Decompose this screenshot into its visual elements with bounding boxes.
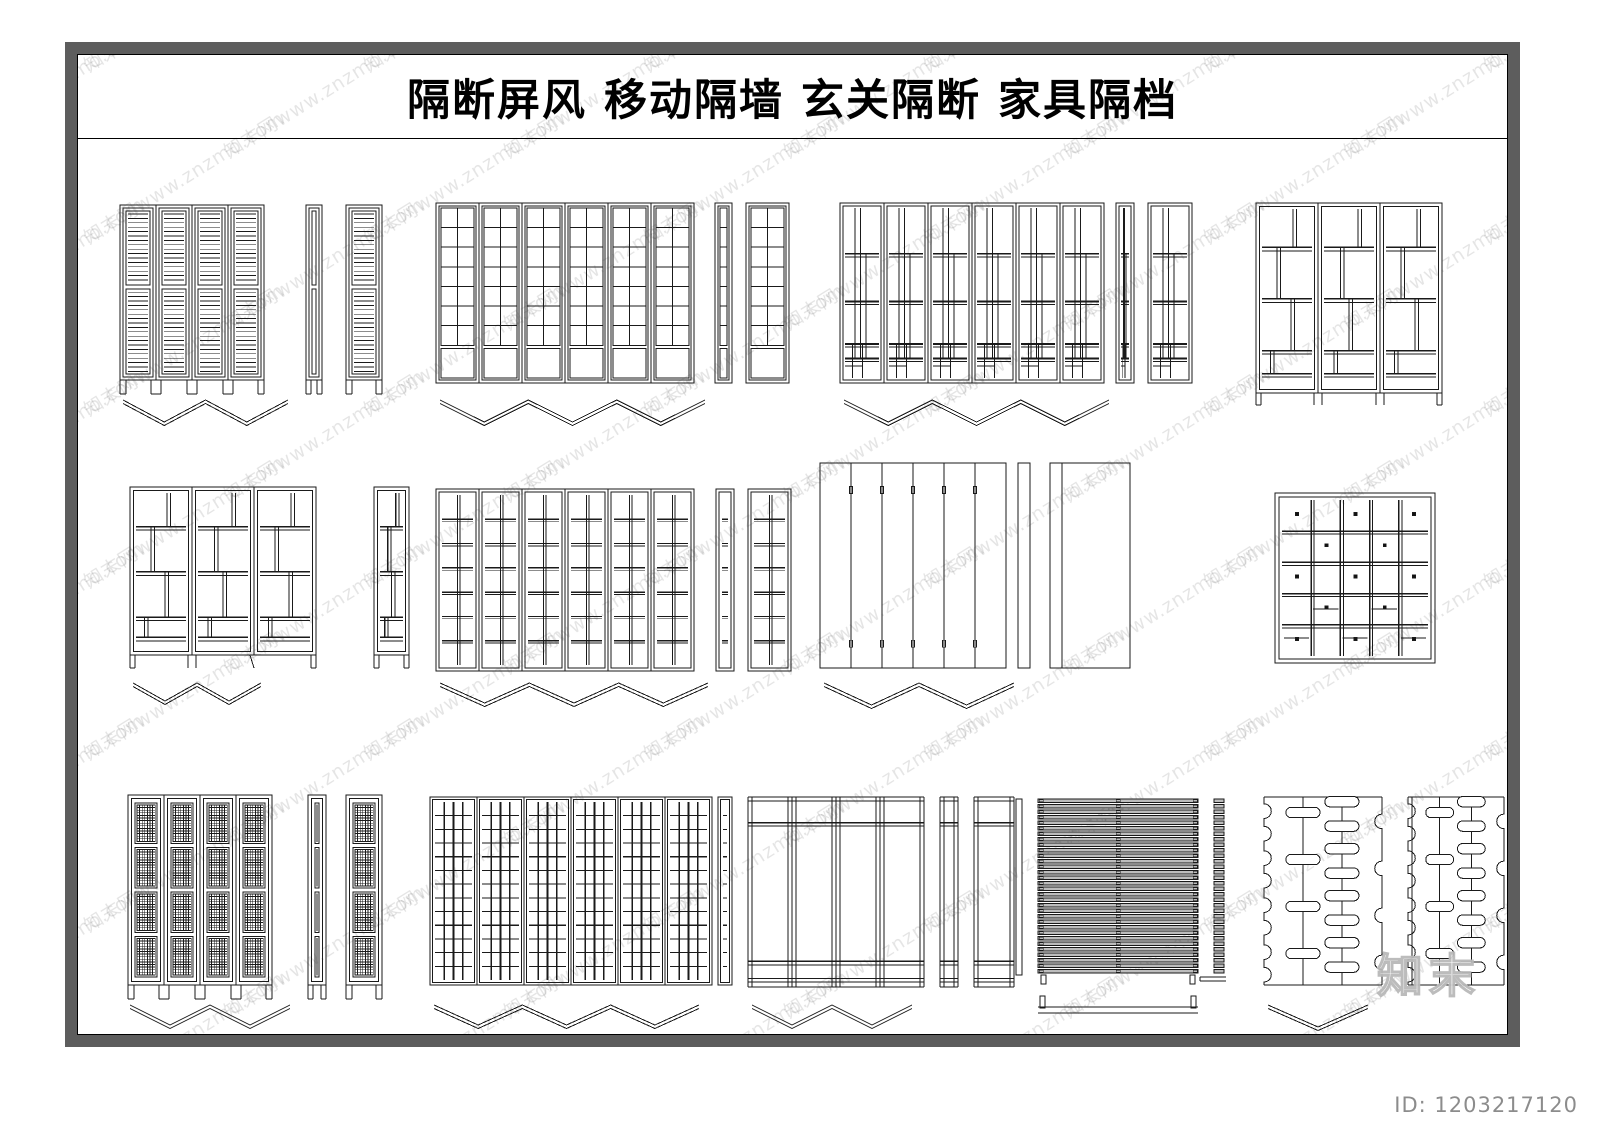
title-band: 隔断屏风 移动隔墙 玄关隔断 家具隔档 xyxy=(78,55,1507,139)
znzmo-logo: 知末 xyxy=(1376,948,1481,1004)
drawing-id-label: ID: 1203217120 xyxy=(1394,1093,1578,1117)
cad-drawing xyxy=(119,202,1505,1032)
page-title: 隔断屏风 移动隔墙 玄关隔断 家具隔档 xyxy=(407,75,1178,126)
